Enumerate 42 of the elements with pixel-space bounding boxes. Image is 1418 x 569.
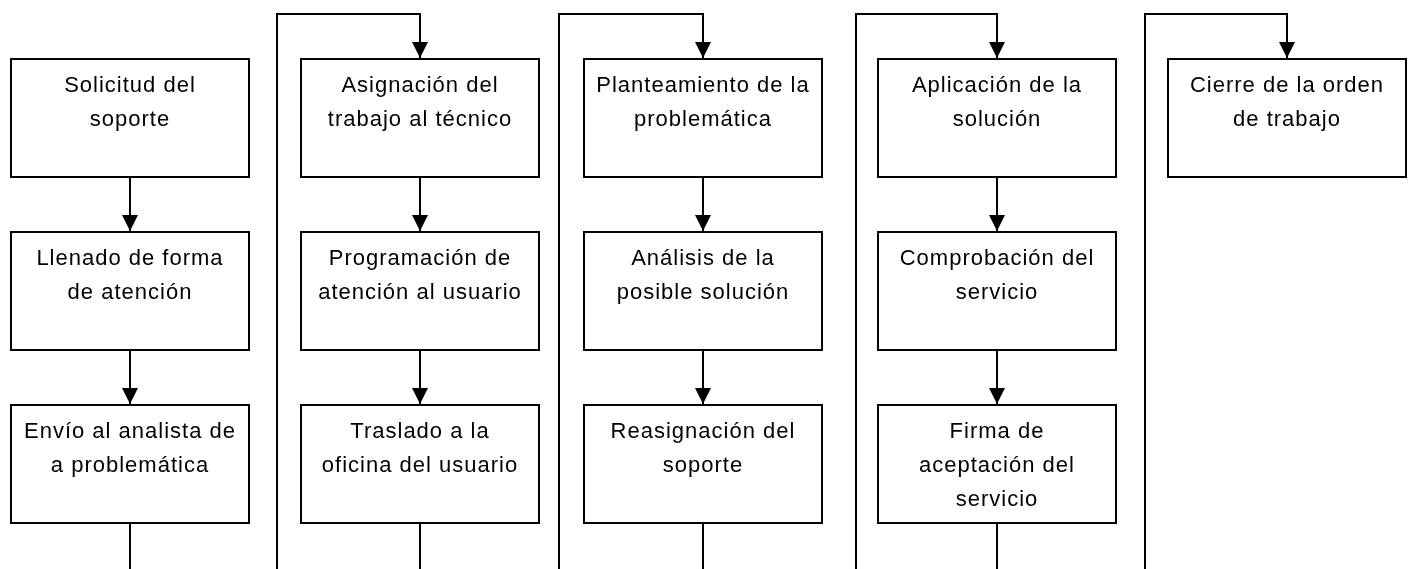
process-box (10, 58, 250, 178)
process-box (877, 231, 1117, 351)
process-box (583, 231, 823, 351)
step-text: Planteamiento de la problemática (595, 71, 811, 133)
process-box (10, 404, 250, 524)
step-text: Programación de atención al usuario (317, 244, 523, 306)
process-box (877, 58, 1117, 178)
arrow (412, 177, 428, 232)
step-text: Envío al analista de a problemática (23, 417, 237, 479)
arrow (695, 350, 711, 405)
step-text: Comprobación del servicio (898, 244, 1096, 306)
step-text: Asignación del trabajo al técnico (326, 71, 514, 133)
arrow (122, 350, 138, 405)
process-box (10, 231, 250, 351)
arrow (989, 350, 1005, 405)
step-text: Llenado de forma de atención (35, 244, 225, 306)
connector-line (702, 523, 704, 569)
arrow (558, 13, 711, 569)
process-box (300, 404, 540, 524)
arrow (1144, 13, 1295, 569)
arrow (412, 350, 428, 405)
connector-line (129, 523, 131, 569)
step-text: Reasignación del soporte (609, 417, 797, 479)
step-text: Firma de aceptación del servicio (918, 417, 1076, 513)
process-box (877, 404, 1117, 524)
process-box (583, 58, 823, 178)
arrow (122, 177, 138, 232)
arrow (855, 13, 1005, 569)
step-text: Solicitud del soporte (63, 71, 197, 133)
process-box (300, 231, 540, 351)
step-text: Traslado a la oficina del usuario (320, 417, 520, 479)
arrow (276, 13, 428, 569)
arrow (989, 177, 1005, 232)
step-text: Cierre de la orden de trabajo (1188, 71, 1386, 133)
connector-line (419, 523, 421, 569)
process-box (583, 404, 823, 524)
connector-line (996, 523, 998, 569)
step-text: Aplicación de la solución (910, 71, 1084, 133)
step-text: Análisis de la posible solución (615, 244, 791, 306)
process-box (1167, 58, 1407, 178)
arrow (695, 177, 711, 232)
process-box (300, 58, 540, 178)
